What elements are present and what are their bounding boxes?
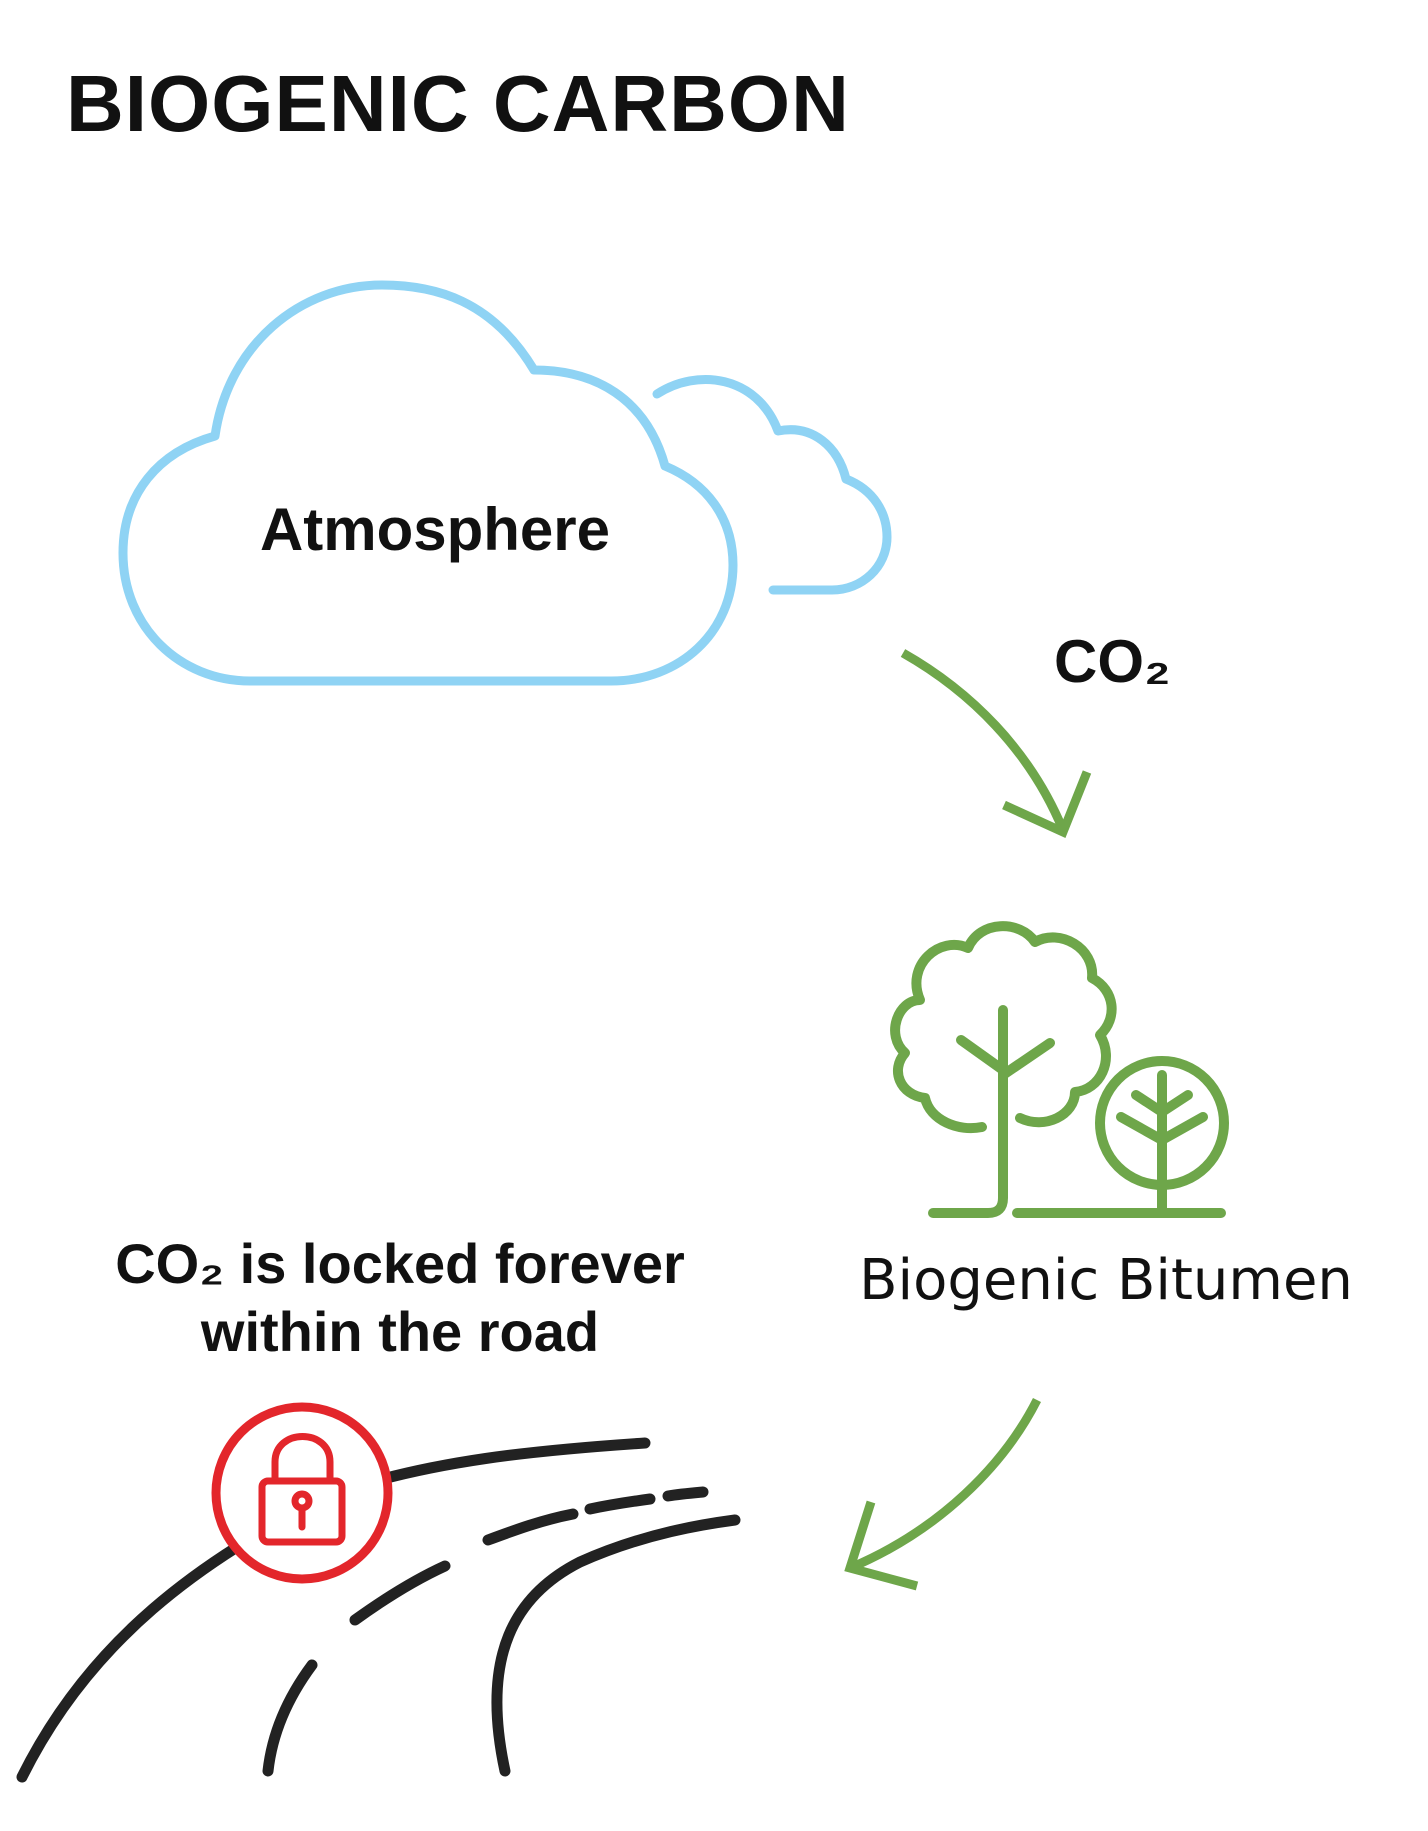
locked-caption-line2: within the road <box>200 1300 600 1363</box>
locked-caption: CO₂ is locked forever within the road <box>90 1230 710 1366</box>
locked-caption-line1: CO₂ is locked forever <box>115 1232 685 1295</box>
co2-label: CO₂ <box>1054 628 1171 695</box>
atmosphere-label: Atmosphere <box>259 496 611 563</box>
page-title: BIOGENIC CARBON <box>66 59 850 148</box>
biogenic-bitumen-label: Biogenic Bitumen <box>859 1248 1353 1313</box>
